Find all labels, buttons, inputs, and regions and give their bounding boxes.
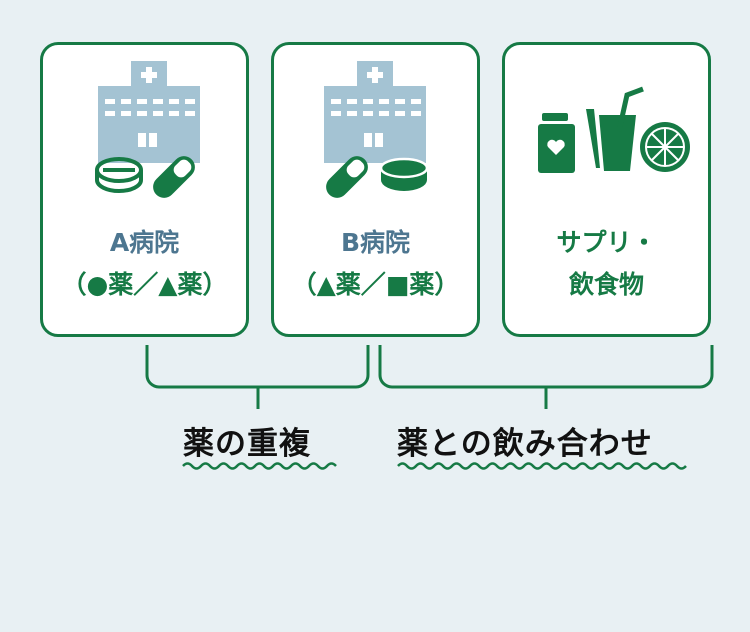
capsule-icon	[326, 156, 368, 198]
interaction-label: 薬との飲み合わせ	[397, 426, 653, 462]
capsule-icon	[153, 156, 195, 198]
hospital-a-medicines: （●薬／▲薬）	[61, 270, 228, 299]
hospital-icon	[98, 61, 200, 163]
hospital-b-title: B病院	[340, 228, 411, 257]
interaction-wavy-underline	[397, 462, 687, 470]
tablet-icon	[379, 157, 429, 191]
supplements-title-line1: サプリ・	[556, 228, 657, 257]
hospital-b-medicines: （▲薬／■薬）	[291, 270, 460, 299]
duplication-bracket	[145, 345, 370, 409]
hospital-icon	[324, 61, 426, 163]
duplication-label: 薬の重複	[183, 426, 311, 462]
duplication-wavy-underline	[182, 462, 337, 470]
citrus-icon	[640, 122, 690, 172]
tablet-icon	[95, 157, 143, 193]
hospital-b-card: B病院 （▲薬／■薬）	[271, 42, 480, 337]
hospital-a-title: A病院	[109, 228, 180, 257]
supplements-food-card: サプリ・ 飲食物	[502, 42, 711, 337]
hospital-a-card: A病院 （●薬／▲薬）	[40, 42, 249, 337]
drink-icon	[586, 86, 644, 171]
supplements-title-line2: 飲食物	[568, 270, 644, 299]
supplement-bottle-icon	[538, 113, 575, 173]
interaction-bracket	[378, 345, 714, 409]
